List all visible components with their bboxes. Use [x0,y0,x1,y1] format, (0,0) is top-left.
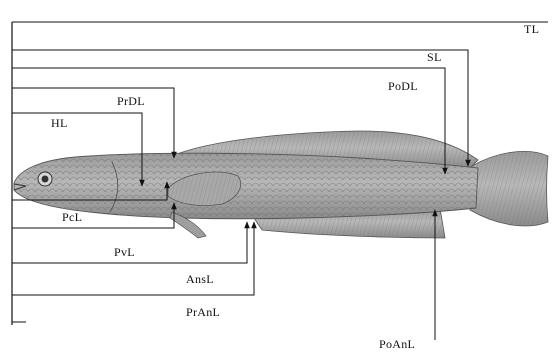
label-prdl: PrDL [117,95,145,108]
label-ansl: AnsL [186,273,214,286]
prdl-bracket [12,88,174,158]
label-sl: SL [427,51,442,64]
label-hl: HL [51,117,68,130]
label-pcl: PcL [62,211,82,224]
label-tl: TL [524,23,539,36]
label-pvl: PvL [114,246,135,259]
label-poanl: PoAnL [379,338,415,351]
label-podl: PoDL [388,80,418,93]
label-pranl: PrAnL [186,306,220,319]
